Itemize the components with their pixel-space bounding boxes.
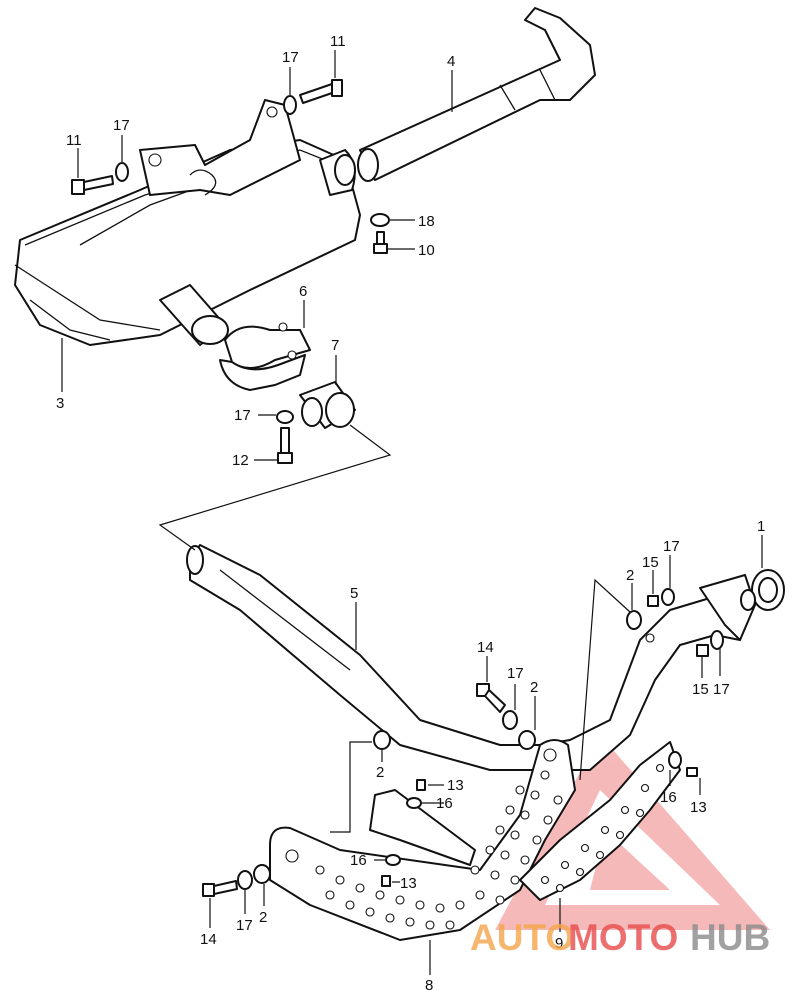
watermark-hub: HUB [690, 917, 770, 958]
label-13-upper: 13 [447, 777, 464, 794]
screw-13-right [686, 767, 698, 777]
label-2-flange: 2 [626, 567, 634, 584]
gasket-ring [740, 569, 785, 611]
collar-2-left [373, 730, 391, 750]
exhaust-header-pipe [539, 574, 756, 771]
collar-2-center [518, 730, 536, 750]
bolt-11-top [299, 79, 343, 104]
muffler [14, 99, 361, 346]
bolt-11-left [71, 175, 114, 195]
label-2-left: 2 [376, 764, 384, 781]
label-13-right: 13 [690, 799, 707, 816]
label-3: 3 [56, 395, 64, 412]
heat-shield-lower [269, 739, 576, 941]
label-16-right: 16 [660, 789, 677, 806]
label-11-left: 11 [66, 132, 82, 149]
label-15-bottom: 15 [692, 681, 709, 698]
label-17-right-bottom: 17 [713, 681, 730, 698]
fasteners [71, 79, 724, 897]
bolt-14-mid [476, 683, 506, 713]
label-17-mid: 17 [234, 407, 251, 424]
label-15-top: 15 [642, 554, 659, 571]
screw-13-upper [416, 779, 426, 791]
part-number-labels: 11 17 11 17 4 18 10 3 6 7 17 12 5 1 17 1… [56, 33, 765, 994]
label-8: 8 [425, 977, 433, 994]
tail-pipe [357, 7, 596, 182]
label-2-bottom: 2 [259, 909, 267, 926]
watermark-moto: MOTO [568, 917, 678, 958]
washer-16-upper [406, 797, 422, 809]
watermark-wordmark: AUTO MOTO HUB [470, 917, 770, 958]
shield-inner-bracket [369, 789, 476, 866]
label-17-left: 17 [113, 117, 130, 134]
collar-2-bottom [253, 864, 271, 884]
washer-17-top [283, 95, 297, 115]
label-4: 4 [447, 53, 455, 70]
label-17-center: 17 [507, 665, 524, 682]
nut-15-bottom [696, 644, 709, 657]
screw-13-lower [381, 875, 391, 887]
collar-2-flange [626, 610, 642, 630]
washer-16-lower [385, 854, 401, 866]
bolt-14-bottom [202, 880, 238, 897]
label-6: 6 [299, 283, 307, 300]
washer-18 [370, 213, 390, 227]
label-14-mid: 14 [477, 639, 494, 656]
joint-sleeve [299, 381, 356, 429]
label-9: 9 [555, 935, 563, 952]
label-5: 5 [350, 585, 358, 602]
washer-17-center [502, 710, 518, 730]
washer-17-mid [276, 410, 294, 424]
label-17-top: 17 [282, 49, 299, 66]
label-17-bottom: 17 [236, 917, 253, 934]
label-16-upper: 16 [436, 795, 453, 812]
label-18: 18 [418, 213, 435, 230]
label-17-right-top: 17 [663, 538, 680, 555]
heat-shield-upper [519, 741, 681, 901]
watermark-auto: AUTO [470, 917, 574, 958]
washer-16-right [668, 751, 682, 769]
nut-15-top [647, 595, 659, 607]
bolt-12 [277, 427, 293, 464]
label-2-center: 2 [530, 679, 538, 696]
label-11-top: 11 [330, 33, 346, 50]
upper-shield-holes [540, 763, 665, 893]
clamp [219, 322, 311, 391]
label-12: 12 [232, 452, 249, 469]
label-7: 7 [331, 337, 339, 354]
label-14-bottom: 14 [200, 931, 217, 948]
label-10: 10 [418, 242, 435, 259]
label-1: 1 [757, 518, 765, 535]
label-16-lower: 16 [350, 852, 367, 869]
leader-lines [61, 50, 763, 975]
washer-17-left [115, 162, 129, 182]
label-13-lower: 13 [400, 875, 417, 892]
washer-17-right-bottom [710, 630, 724, 650]
shield-perforation-holes [315, 770, 563, 930]
washer-17-right-top [661, 588, 675, 606]
washer-17-bottom [237, 870, 253, 890]
bolt-10 [373, 231, 388, 254]
